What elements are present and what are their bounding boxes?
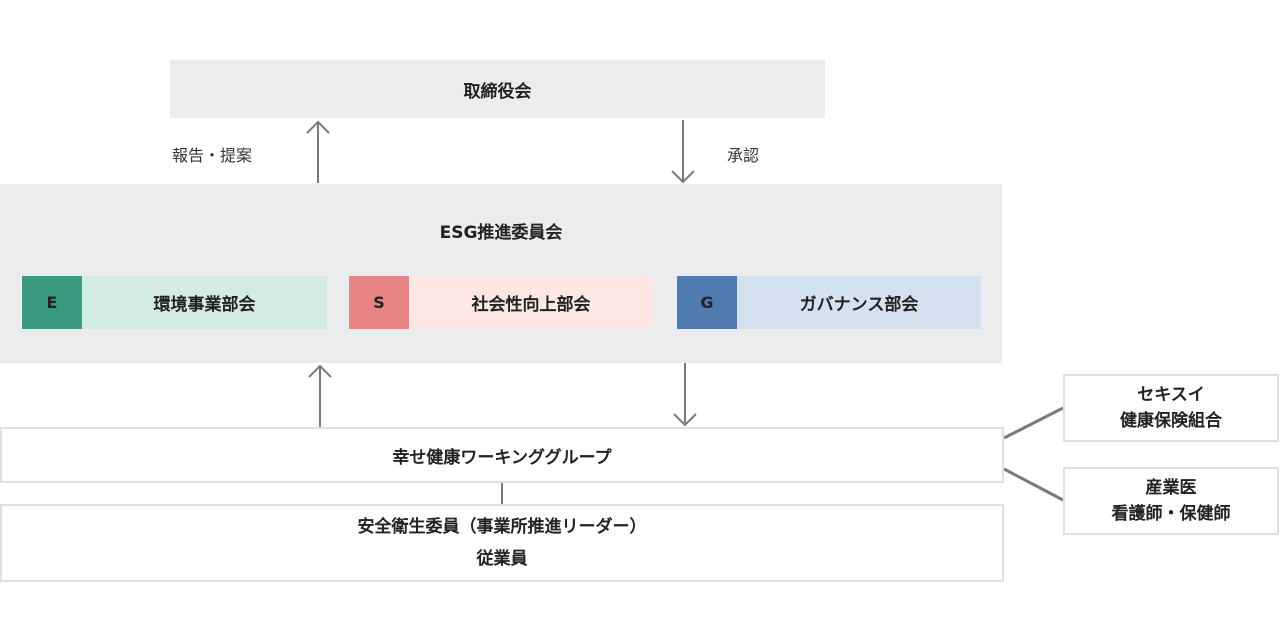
esg-committee-box: [0, 184, 1002, 363]
working-group-title: 幸せ健康ワーキンググループ: [392, 447, 612, 468]
working-group-box: 幸せ健康ワーキンググループ: [0, 427, 1004, 483]
badge-e: E: [22, 276, 82, 329]
subcommittee-environment: 環境事業部会: [82, 276, 327, 329]
report-label: 報告・提案: [172, 146, 253, 165]
badge-g-letter: G: [700, 293, 714, 312]
partner-health-insurance-line-1: セキスイ: [1137, 385, 1205, 405]
partner-health-insurance: セキスイ 健康保険組合: [1063, 374, 1279, 442]
board-box: 取締役会: [170, 60, 825, 118]
board-title: 取締役会: [463, 81, 532, 102]
approve-label: 承認: [727, 146, 760, 165]
partner-medical-staff-line-1: 産業医: [1145, 478, 1197, 498]
staff-line-1: 安全衛生委員（事業所推進リーダー）: [357, 517, 647, 537]
subcommittee-governance: ガバナンス部会: [737, 276, 981, 329]
badge-s-letter: S: [373, 293, 385, 312]
partner-medical-staff-line-2: 看護師・保健師: [1111, 504, 1231, 524]
staff-box: 安全衛生委員（事業所推進リーダー） 従業員: [0, 504, 1004, 582]
esg-committee-title: ESG推進委員会: [439, 223, 563, 243]
wg-up-arrow: [308, 364, 332, 427]
wg-down-arrow: [673, 363, 697, 427]
badge-g: G: [677, 276, 737, 329]
report-arrow: [306, 120, 330, 183]
partner-connector-2: [1003, 467, 1064, 502]
approve-arrow: [671, 120, 695, 184]
staff-line-2: 従業員: [476, 549, 528, 569]
subcommittee-social-label: 社会性向上部会: [471, 295, 591, 315]
badge-e-letter: E: [46, 293, 58, 312]
partner-health-insurance-line-2: 健康保険組合: [1120, 411, 1222, 431]
partner-connector-1: [1003, 406, 1064, 440]
subcommittee-social: 社会性向上部会: [409, 276, 653, 329]
badge-s: S: [349, 276, 409, 329]
subcommittee-governance-label: ガバナンス部会: [799, 295, 919, 315]
subcommittee-environment-label: 環境事業部会: [153, 295, 256, 315]
partner-medical-staff: 産業医 看護師・保健師: [1063, 467, 1279, 535]
